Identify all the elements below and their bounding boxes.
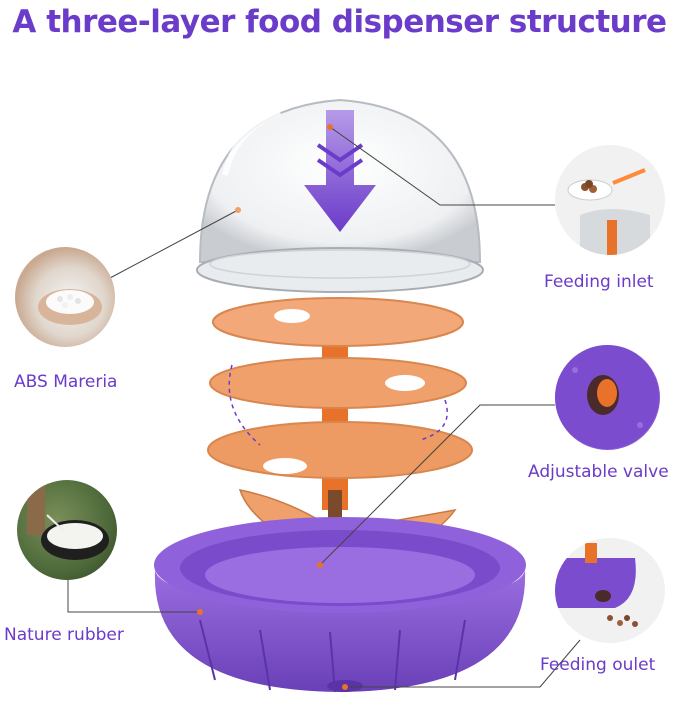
feeding-inlet-photo [555,145,665,255]
feeding-inlet-label: Feeding inlet [544,272,654,292]
feeding-outlet-photo [555,538,665,643]
top-disc [212,297,464,347]
rubber-tapping-photo [17,480,117,580]
abs-material-label: ABS Mareria [14,372,118,392]
feeding-outlet-label: Feeding oulet [540,655,656,675]
down-arrow-icon [304,110,376,232]
orange-stem [322,330,348,510]
adjustable-valve-photo [555,345,660,450]
rubber-bowl [154,517,526,693]
bottom-disc [207,421,473,479]
page-title: A three-layer food dispenser structure [12,4,667,40]
nature-rubber-label: Nature rubber [4,625,124,645]
abs-granules-photo [15,247,115,347]
adjustable-valve-label: Adjustable valve [528,462,669,482]
middle-disc [209,357,467,409]
